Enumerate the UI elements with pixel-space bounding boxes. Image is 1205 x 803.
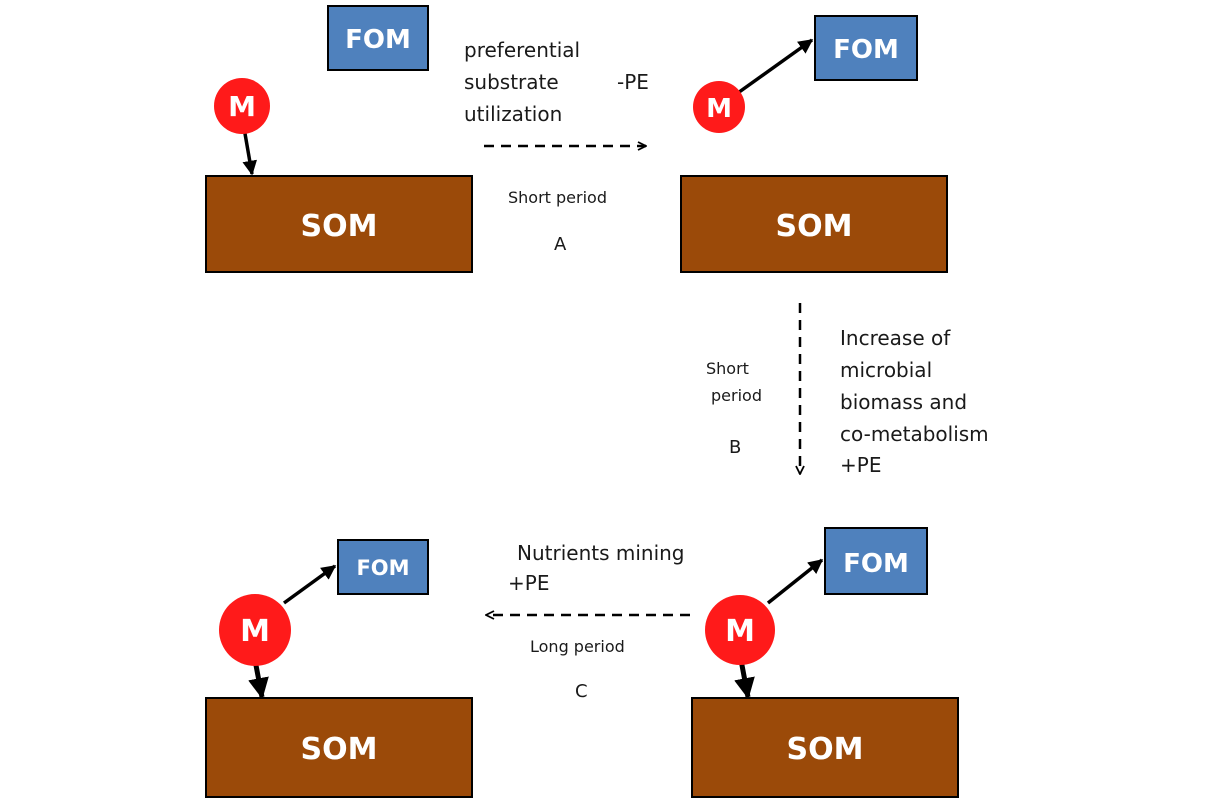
mechanism-line: utilization [464,102,562,126]
som-box [205,175,473,273]
duration-label: Short period [508,188,607,207]
microbe-to-som-arrow [248,659,269,700]
mechanism-line: +PE [508,571,549,595]
mechanism-line: +PE [840,453,881,477]
transition-letter: B [729,437,741,458]
microbe-label: M [706,94,732,124]
microbe-circle [705,595,775,665]
mechanism-line: Nutrients mining [517,541,685,565]
som-box [205,697,473,798]
mechanism-line: substrate [464,70,559,94]
fom-label: FOM [356,556,409,580]
transition-c: Nutrients mining +PE Long period C [486,541,690,702]
fom-box [824,527,928,595]
duration-line: Short [706,359,749,378]
fom-label: FOM [345,25,411,55]
transition-letter: C [575,681,588,702]
fom-box [337,539,429,595]
mechanism-line: microbial [840,358,932,382]
mechanism-line: Increase of [840,326,951,350]
duration-line: period [711,386,762,405]
microbe-label: M [240,614,270,649]
microbe-to-som-arrow [734,659,755,700]
microbe-label: M [725,614,755,649]
microbe-to-fom-arrow [733,38,814,97]
som-label: SOM [301,209,378,244]
microbe-to-fom-arrow [766,558,824,605]
som-label: SOM [301,732,378,767]
fom-box [814,15,918,81]
transition-letter: A [554,234,567,255]
fom-box [327,5,429,71]
microbe-label: M [228,90,256,123]
fom-label: FOM [843,549,909,579]
mechanism-line: preferential [464,38,580,62]
som-label: SOM [787,732,864,767]
state-initial: SOM FOM M [205,5,473,273]
microbe-circle [693,81,745,133]
state-after-a: SOM FOM M [680,15,948,273]
transition-b: Increase of microbial biomass and co-met… [706,303,989,477]
som-box [691,697,959,798]
microbe-circle [214,78,270,134]
mechanism-line: co-metabolism [840,422,989,446]
effect-label: -PE [617,70,649,94]
mechanism-line: biomass and [840,390,967,414]
duration-label: Long period [530,637,625,656]
som-label: SOM [776,209,853,244]
transition-a: preferential substrate utilization -PE S… [464,38,649,255]
microbe-to-fom-arrow [282,564,337,605]
fom-label: FOM [833,35,899,65]
state-after-b: SOM FOM M [691,527,959,798]
microbe-circle [219,594,291,666]
state-after-c: SOM FOM M [205,539,473,798]
som-box [680,175,948,273]
